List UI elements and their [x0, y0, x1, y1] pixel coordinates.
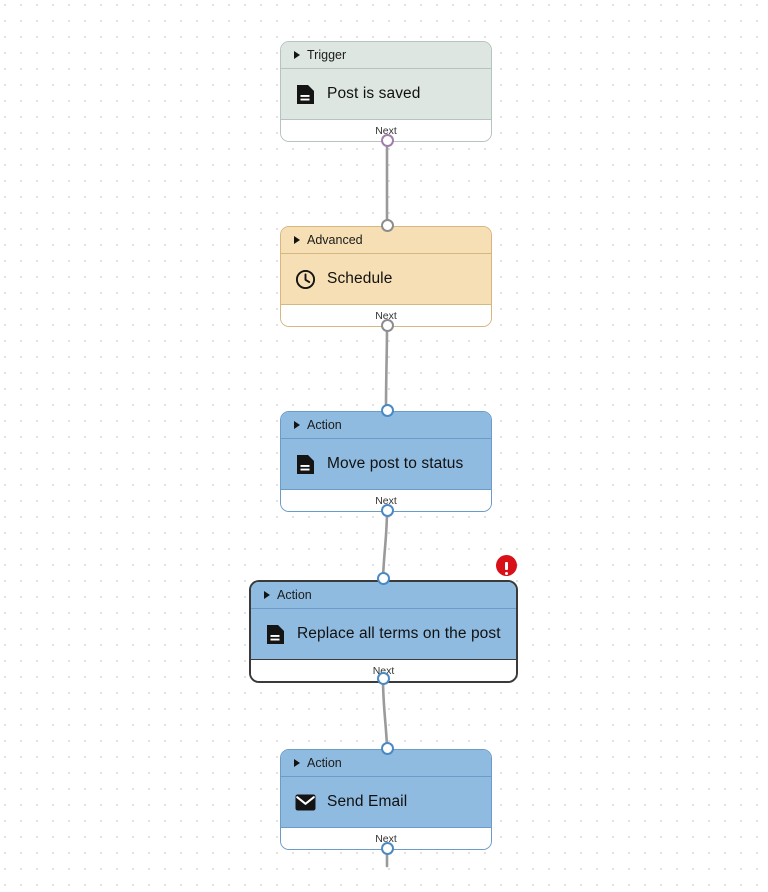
node-footer-next[interactable]: Next	[281, 119, 491, 141]
node-body: Move post to status	[281, 439, 491, 489]
envelope-icon	[294, 791, 316, 813]
node-advanced-schedule[interactable]: Advanced Schedule Next	[280, 226, 492, 327]
document-icon	[294, 453, 316, 475]
connector-handle-move-post-out[interactable]	[380, 503, 394, 517]
edge-move-post-to-replace-terms	[381, 508, 389, 580]
node-body: Post is saved	[281, 69, 491, 119]
node-header[interactable]: Action	[281, 412, 491, 439]
node-kind-label: Action	[307, 756, 342, 770]
node-footer-next[interactable]: Next	[281, 489, 491, 511]
node-title: Schedule	[327, 270, 393, 287]
node-footer-next[interactable]: Next	[281, 304, 491, 326]
error-badge-replace-terms[interactable]	[496, 555, 517, 576]
chevron-right-icon[interactable]	[294, 759, 300, 767]
node-title: Post is saved	[327, 85, 421, 102]
connector-handle-advanced-out[interactable]	[380, 319, 394, 332]
node-title: Send Email	[327, 793, 408, 810]
chevron-right-icon[interactable]	[264, 591, 270, 599]
chevron-right-icon[interactable]	[294, 236, 300, 244]
connector-handle-send-email-in[interactable]	[380, 741, 394, 755]
node-title: Replace all terms on the post	[297, 625, 501, 642]
node-header[interactable]: Advanced	[281, 227, 491, 254]
node-footer-next[interactable]: Next	[251, 659, 516, 681]
connector-handle-advanced-in[interactable]	[380, 218, 394, 232]
node-title: Move post to status	[327, 455, 464, 472]
connector-handle-replace-terms-out[interactable]	[377, 672, 390, 685]
connector-handle-trigger-out[interactable]	[380, 134, 394, 147]
node-action-replace-all-terms-on-the-post[interactable]: Action Replace all terms on the post Nex…	[249, 580, 518, 683]
node-body: Replace all terms on the post	[251, 609, 516, 659]
document-icon	[264, 623, 286, 645]
clock-icon	[294, 268, 316, 290]
node-footer-next[interactable]: Next	[281, 827, 491, 849]
node-header[interactable]: Action	[281, 750, 491, 777]
chevron-right-icon[interactable]	[294, 421, 300, 429]
node-trigger-post-is-saved[interactable]: Trigger Post is saved Next	[280, 41, 492, 142]
node-header[interactable]: Trigger	[281, 42, 491, 69]
connector-handle-replace-terms-in[interactable]	[377, 571, 390, 585]
node-body: Schedule	[281, 254, 491, 304]
node-body: Send Email	[281, 777, 491, 827]
node-kind-label: Action	[277, 588, 312, 602]
connector-handle-move-post-in[interactable]	[380, 403, 394, 417]
node-header[interactable]: Action	[251, 582, 516, 609]
node-kind-label: Trigger	[307, 48, 347, 62]
node-kind-label: Advanced	[307, 233, 363, 247]
node-action-move-post-to-status[interactable]: Action Move post to status Next	[280, 411, 492, 512]
edge-advanced-to-move-post	[384, 323, 389, 411]
node-action-send-email[interactable]: Action Send Email Next	[280, 749, 492, 850]
node-kind-label: Action	[307, 418, 342, 432]
chevron-right-icon[interactable]	[294, 51, 300, 59]
edge-replace-terms-to-send-email	[381, 677, 389, 749]
document-icon	[294, 83, 316, 105]
exclamation-icon	[505, 561, 508, 575]
connector-handle-send-email-out[interactable]	[380, 841, 394, 855]
